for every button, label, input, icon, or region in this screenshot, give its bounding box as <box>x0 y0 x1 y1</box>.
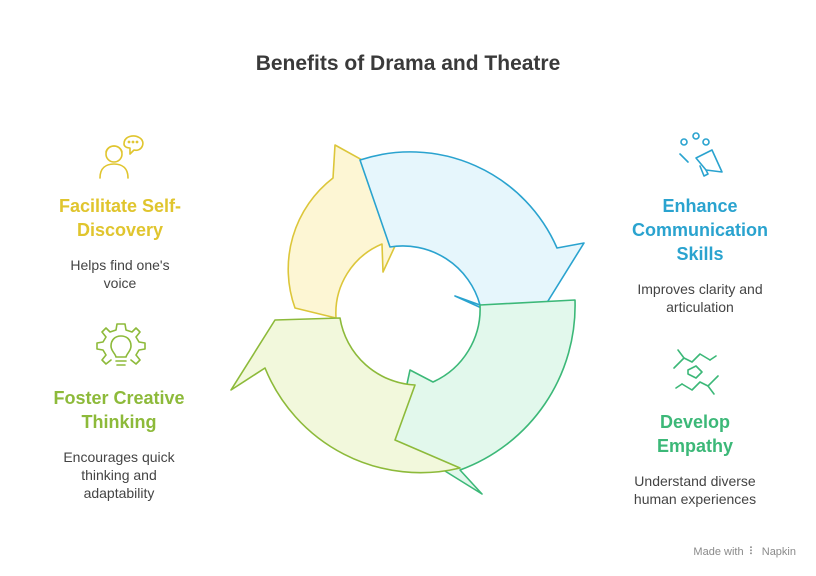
footer-credit: Made with ⠇ Napkin <box>693 545 796 558</box>
diagram-title: Benefits of Drama and Theatre <box>255 52 561 75</box>
item-heading: Facilitate Self- Discovery <box>58 196 182 240</box>
cycle-arrow-communication <box>359 151 585 331</box>
item-description: Encourages quick thinking and adaptabili… <box>63 449 175 501</box>
megaphone-icon <box>679 132 723 177</box>
item-heading: Enhance Communication Skills <box>631 196 768 264</box>
item-heading: Develop Empathy <box>656 412 734 456</box>
item-self-discovery: Facilitate Self- Discovery Helps find on… <box>30 194 210 292</box>
item-creative-thinking: Foster Creative Thinking Encourages quic… <box>38 386 200 502</box>
item-description: Understand diverse human experiences <box>633 473 757 507</box>
made-with-label: Made with <box>693 546 744 558</box>
lightbulb-gear-icon <box>96 323 146 366</box>
item-heading: Foster Creative Thinking <box>53 388 185 432</box>
handshake-icon <box>673 349 719 395</box>
thinking-person-icon <box>99 135 144 179</box>
item-description: Helps find one's voice <box>70 257 170 291</box>
item-empathy: Develop Empathy Understand diverse human… <box>620 410 770 508</box>
napkin-logo-icon: ⠇ <box>748 546 757 558</box>
cycle-arrow-empathy <box>394 299 576 495</box>
item-communication: Enhance Communication Skills Improves cl… <box>618 194 782 316</box>
item-description: Improves clarity and articulation <box>637 281 763 315</box>
cycle-arrow-creative <box>230 317 461 474</box>
brand-name: Napkin <box>761 546 796 558</box>
